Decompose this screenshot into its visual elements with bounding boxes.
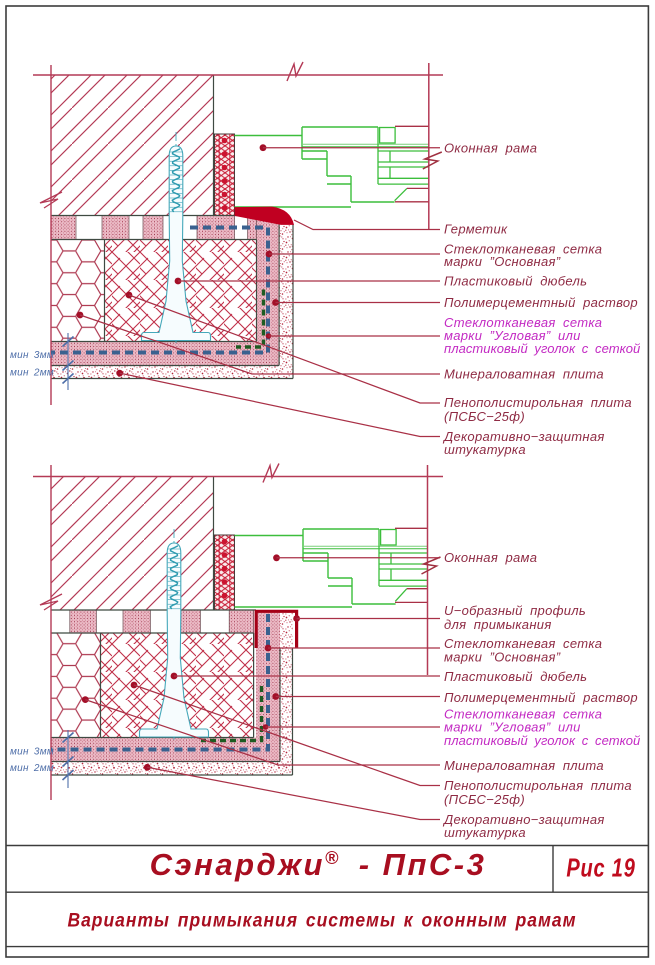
svg-text:Варианты примыкания системы к: Варианты примыкания системы к оконным ра… <box>67 908 576 930</box>
svg-text:Пенополистирольная плита: Пенополистирольная плита <box>444 395 632 410</box>
svg-text:для примыкания: для примыкания <box>444 617 552 632</box>
svg-text:Стеклотканевая сетка: Стеклотканевая сетка <box>444 315 602 330</box>
svg-text:Оконная рама: Оконная рама <box>444 550 537 565</box>
svg-text:Минераловатная плита: Минераловатная плита <box>444 367 604 382</box>
svg-text:Герметик: Герметик <box>444 222 508 237</box>
svg-text:Минераловатная плита: Минераловатная плита <box>444 758 604 773</box>
svg-text:марки ”Основная”: марки ”Основная” <box>444 254 561 269</box>
svg-text:марки ”Угловая” или: марки ”Угловая” или <box>444 328 581 343</box>
svg-text:Сэнарджи® - ПпС-3: Сэнарджи® - ПпС-3 <box>150 847 487 882</box>
svg-text:Стеклотканевая сетка: Стеклотканевая сетка <box>444 242 602 257</box>
svg-text:мин 3мм: мин 3мм <box>10 747 54 758</box>
svg-text:мин 3мм: мин 3мм <box>10 350 54 361</box>
svg-text:Пластиковый дюбель: Пластиковый дюбель <box>444 274 587 289</box>
svg-text:Пенополистирольная плита: Пенополистирольная плита <box>444 778 632 793</box>
svg-text:штукатурка: штукатурка <box>444 825 526 840</box>
svg-text:марки ”Угловая” или: марки ”Угловая” или <box>444 720 581 735</box>
svg-text:(ПСБС−25ф): (ПСБС−25ф) <box>444 792 525 807</box>
svg-text:мин 2мм: мин 2мм <box>10 368 54 379</box>
svg-text:мин 2мм: мин 2мм <box>10 763 54 774</box>
svg-text:Оконная рама: Оконная рама <box>444 141 537 156</box>
svg-text:пластиковый уголок с сеткой: пластиковый уголок с сеткой <box>444 733 640 748</box>
svg-text:U−образный профиль: U−образный профиль <box>444 603 586 618</box>
svg-text:Декоративно−защитная: Декоративно−защитная <box>442 429 605 444</box>
svg-text:Стеклотканевая сетка: Стеклотканевая сетка <box>444 636 602 651</box>
svg-text:Полимерцементный раствор: Полимерцементный раствор <box>444 690 638 705</box>
svg-text:Стеклотканевая сетка: Стеклотканевая сетка <box>444 707 602 722</box>
svg-text:Декоративно−защитная: Декоративно−защитная <box>442 812 605 827</box>
svg-text:Рис 19: Рис 19 <box>566 853 635 882</box>
svg-text:пластиковый уголок с сеткой: пластиковый уголок с сеткой <box>444 341 640 356</box>
svg-text:Полимерцементный раствор: Полимерцементный раствор <box>444 295 638 310</box>
svg-text:(ПСБС−25ф): (ПСБС−25ф) <box>444 409 525 424</box>
svg-text:Пластиковый дюбель: Пластиковый дюбель <box>444 669 587 684</box>
svg-text:марки ”Основная”: марки ”Основная” <box>444 650 561 665</box>
svg-text:штукатурка: штукатурка <box>444 442 526 457</box>
